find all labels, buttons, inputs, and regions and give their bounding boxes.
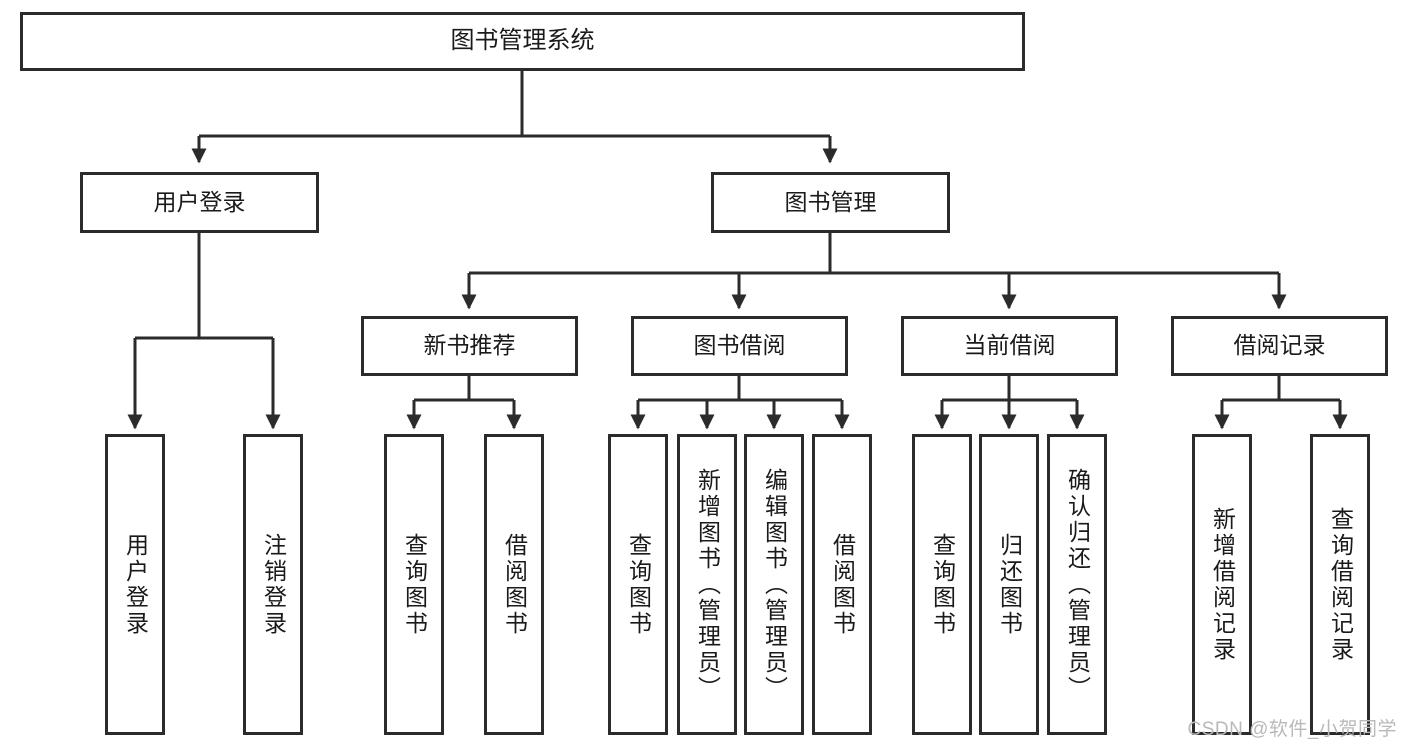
node-label: 借阅图书	[501, 532, 528, 637]
node-label: 图书借阅	[693, 332, 786, 359]
leaf-recommend-query-book[interactable]: 查询图书	[384, 434, 444, 735]
node-label: 归还图书	[996, 532, 1023, 637]
node-user-login[interactable]: 用户登录	[80, 172, 319, 233]
node-root-book-management-system[interactable]: 图书管理系统	[20, 12, 1025, 71]
leaf-record-query-borrow-record[interactable]: 查询借阅记录	[1310, 434, 1370, 735]
node-label: 确认归还（管理员）	[1064, 467, 1091, 702]
node-book-management[interactable]: 图书管理	[711, 172, 950, 233]
node-borrow-record[interactable]: 借阅记录	[1171, 316, 1388, 376]
node-label: 借阅图书	[829, 532, 856, 637]
leaf-current-query-book[interactable]: 查询图书	[912, 434, 972, 735]
node-label: 查询图书	[929, 532, 956, 637]
leaf-borrow-query-book[interactable]: 查询图书	[608, 434, 668, 735]
leaf-user-login-logout[interactable]: 注销登录	[243, 434, 303, 735]
leaf-borrow-add-book-admin[interactable]: 新增图书（管理员）	[677, 434, 737, 735]
node-label: 用户登录	[122, 532, 149, 637]
node-current-borrow[interactable]: 当前借阅	[901, 316, 1118, 376]
leaf-record-add-borrow-record[interactable]: 新增借阅记录	[1192, 434, 1252, 735]
node-label: 新增图书（管理员）	[694, 467, 721, 702]
node-label: 查询图书	[625, 532, 652, 637]
node-label: 编辑图书（管理员）	[761, 467, 788, 702]
node-label: 查询借阅记录	[1327, 506, 1354, 663]
node-label: 用户登录	[153, 188, 246, 215]
leaf-current-return-book[interactable]: 归还图书	[979, 434, 1039, 735]
node-label: 新书推荐	[423, 332, 516, 359]
leaf-user-login-login[interactable]: 用户登录	[105, 434, 165, 735]
node-label: 图书管理	[784, 188, 877, 215]
node-label: 图书管理系统	[450, 27, 595, 55]
node-new-book-recommend[interactable]: 新书推荐	[361, 316, 578, 376]
csdn-watermark: CSDN @软件_小贺同学	[1187, 719, 1397, 740]
node-label: 借阅记录	[1233, 332, 1326, 359]
leaf-borrow-borrow-book[interactable]: 借阅图书	[812, 434, 872, 735]
node-label: 新增借阅记录	[1209, 506, 1236, 663]
leaf-recommend-borrow-book[interactable]: 借阅图书	[484, 434, 544, 735]
node-label: 当前借阅	[963, 332, 1056, 359]
node-book-borrow[interactable]: 图书借阅	[631, 316, 848, 376]
node-label: 查询图书	[401, 532, 428, 637]
leaf-borrow-edit-book-admin[interactable]: 编辑图书（管理员）	[744, 434, 804, 735]
node-label: 注销登录	[260, 532, 287, 637]
leaf-current-confirm-return-admin[interactable]: 确认归还（管理员）	[1047, 434, 1107, 735]
